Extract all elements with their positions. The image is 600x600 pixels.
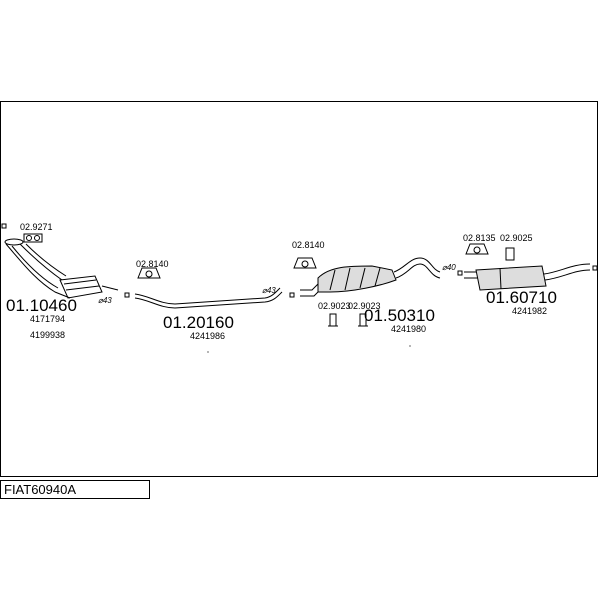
center-silencer-drawing: [300, 257, 441, 297]
rubber-hanger-drawing: [465, 243, 489, 255]
clamp-drawing: [358, 313, 368, 327]
front-pipe-drawing: [4, 238, 119, 299]
accessory-number: 02.8140: [292, 240, 325, 250]
connector-marker: [1, 223, 7, 229]
rubber-hanger-drawing: [137, 267, 161, 279]
part-number: 01.50310: [364, 306, 435, 325]
oem-number: 4241982: [512, 306, 547, 316]
connector-marker: [289, 292, 295, 298]
connector-marker: [592, 265, 598, 271]
diameter-label: ⌀43: [262, 286, 276, 295]
accessory-number: 02.9271: [20, 222, 53, 232]
oem-number: 4241986: [190, 331, 225, 341]
accessory-number: 02.9023: [348, 301, 381, 311]
oem-number: 4199938: [30, 330, 65, 340]
connector-marker: [457, 270, 463, 276]
middle-pipe-drawing: [134, 287, 283, 309]
diameter-label: ⌀40: [442, 263, 456, 272]
oem-number: 4171794: [30, 314, 65, 324]
diagram-frame: [0, 101, 598, 477]
accessory-number: 02.9023: [318, 301, 351, 311]
part-number: 01.20160: [163, 313, 234, 332]
accessory-number: 02.8140: [136, 259, 169, 269]
gasket-9271-drawing: [23, 233, 43, 243]
clamp-drawing: [505, 247, 515, 261]
diagram-title: FIAT60940A: [4, 482, 77, 497]
rear-silencer-drawing: [464, 263, 591, 291]
clamp-drawing: [328, 313, 338, 327]
accessory-number: 02.9025: [500, 233, 533, 243]
rubber-hanger-drawing: [293, 257, 317, 269]
part-number: 01.10460: [6, 296, 77, 315]
title-box: FIAT60940A: [0, 480, 150, 499]
oem-number: 4241980: [391, 324, 426, 334]
diameter-label: ⌀43: [98, 296, 112, 305]
connector-marker: [124, 292, 130, 298]
part-number: 01.60710: [486, 288, 557, 307]
accessory-number: 02.8135: [463, 233, 496, 243]
